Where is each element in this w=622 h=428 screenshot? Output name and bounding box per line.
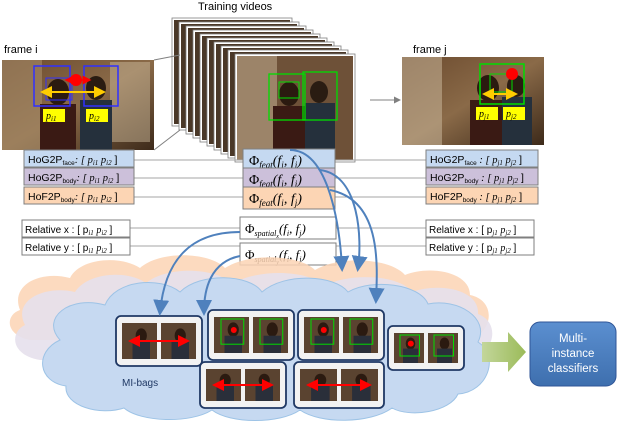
frame-i-person2-tag: pi2 xyxy=(86,109,108,123)
video-frame xyxy=(234,53,356,163)
mi-bag-2 xyxy=(207,309,295,361)
classifier-box: Multi- instance classifiers xyxy=(529,321,617,387)
mi-bag-3 xyxy=(297,309,385,361)
svg-text:Φfeat(fi, fj): Φfeat(fi, fj) xyxy=(249,154,302,170)
feature-flow-arrows xyxy=(153,149,385,316)
svg-text:pi2: pi2 xyxy=(88,111,100,123)
svg-text:Relative x : [ pj1 pj2 ]: Relative x : [ pj1 pj2 ] xyxy=(429,225,517,237)
svg-text:HoG2Pface: [ pi1 pi2 ]: HoG2Pface: [ pi1 pi2 ] xyxy=(28,154,118,167)
mi-bag-4 xyxy=(387,325,465,371)
mi-bag-5 xyxy=(199,361,287,409)
frame-i-label: frame i xyxy=(4,44,38,56)
svg-text:classifiers: classifiers xyxy=(548,363,599,375)
frame-j-person2-tag: pj2 xyxy=(503,107,525,121)
mi-bags-label: MI-bags xyxy=(122,378,158,389)
frame-j-image xyxy=(402,57,544,145)
svg-text:HoG2Pface : [ pj1 pj2 ]: HoG2Pface : [ pj1 pj2 ] xyxy=(430,154,522,167)
diagram-title: Training videos xyxy=(198,1,273,13)
to-classifier-arrow xyxy=(482,332,526,372)
svg-text:Φfeat(fi, fj): Φfeat(fi, fj) xyxy=(249,173,302,189)
mi-bag-6 xyxy=(293,361,385,409)
svg-text:HoF2Pbody: [ pi1 pi2 ]: HoF2Pbody: [ pi1 pi2 ] xyxy=(28,191,118,204)
frame-j-person1-tag: pj1 xyxy=(476,107,498,121)
svg-text:HoG2Pbody : [ pj1 pj2 ]: HoG2Pbody : [ pj1 pj2 ] xyxy=(430,172,524,185)
phi-spatial-x-box: Φspatialx(fi, fj) xyxy=(239,216,337,240)
svg-text:Multi-: Multi- xyxy=(559,333,587,345)
left-feature-box-face: HoG2Pface: [ pi1 pi2 ] xyxy=(23,149,135,168)
svg-text:HoF2Pbody : [ pj1 pj2 ]: HoF2Pbody : [ pj1 pj2 ] xyxy=(430,191,522,204)
right-feature-box-body: HoG2Pbody : [ pj1 pj2 ] xyxy=(425,167,539,186)
svg-text:Relative y : [ pi1 pi2 ]: Relative y : [ pi1 pi2 ] xyxy=(25,243,113,255)
svg-text:instance: instance xyxy=(552,348,595,360)
phi-feat-face-box: Φfeat(fi, fj) xyxy=(242,148,336,172)
right-relative-y-box: Relative y : [ pj1 pj2 ] xyxy=(425,237,535,256)
svg-text:Φspatialx(fi, fj): Φspatialx(fi, fj) xyxy=(245,221,306,240)
left-relative-x-box: Relative x : [ pi1 pi2 ] xyxy=(21,219,131,238)
svg-text:pj2: pj2 xyxy=(505,109,517,121)
svg-text:HoG2Pbody: [ pi1 pi2 ]: HoG2Pbody: [ pi1 pi2 ] xyxy=(28,172,119,185)
frame-j-label: frame j xyxy=(413,44,447,56)
svg-text:Relative x : [ pi1 pi2 ]: Relative x : [ pi1 pi2 ] xyxy=(25,225,113,237)
svg-text:pi1: pi1 xyxy=(45,111,56,123)
right-relative-x-box: Relative x : [ pj1 pj2 ] xyxy=(425,219,535,238)
training-video-stack xyxy=(171,17,356,163)
svg-text:Relative y : [ pj1 pj2 ]: Relative y : [ pj1 pj2 ] xyxy=(429,243,517,255)
phi-feat-flow-box: Φfeat(fi, fj) xyxy=(242,186,336,210)
right-feature-box-body: HoF2Pbody : [ pj1 pj2 ] xyxy=(425,186,539,205)
left-relative-y-box: Relative y : [ pi1 pi2 ] xyxy=(21,237,131,256)
frame-i-image xyxy=(2,60,154,150)
right-feature-box-face: HoG2Pface : [ pj1 pj2 ] xyxy=(425,149,539,168)
left-feature-box-body: HoF2Pbody: [ pi1 pi2 ] xyxy=(23,186,135,205)
left-feature-box-body: HoG2Pbody: [ pi1 pi2 ] xyxy=(23,167,135,186)
svg-text:Φfeat(fi, fj): Φfeat(fi, fj) xyxy=(249,192,302,208)
mi-bag-1 xyxy=(115,315,203,367)
frame-i-person1-tag: pi1 xyxy=(43,109,65,123)
svg-text:pj1: pj1 xyxy=(478,109,489,121)
